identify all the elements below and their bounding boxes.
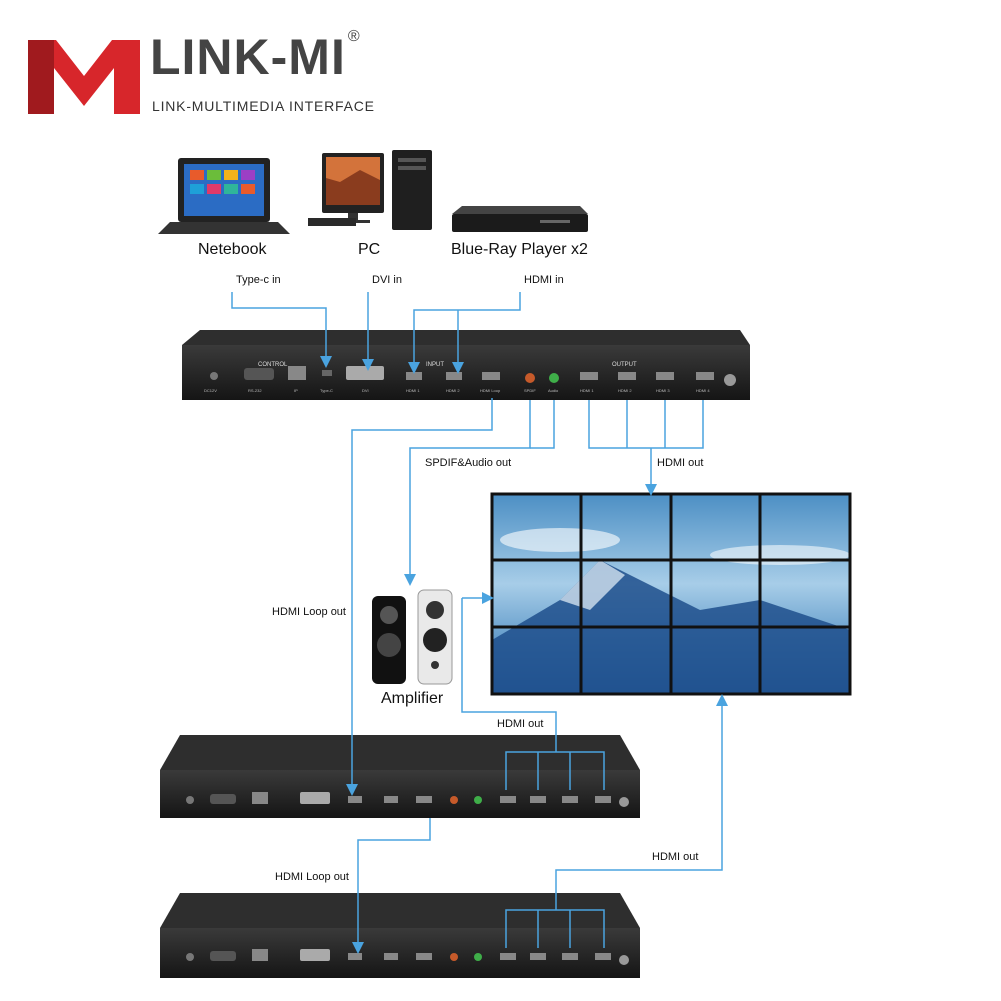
port-hdmi-out-3: HDMI 3 [656,388,670,393]
port-hdmi-out-2: HDMI 2 [618,388,632,393]
brand-tagline: LINK-MULTIMEDIA INTERFACE [152,98,375,114]
signal-typec-in: Type-c in [236,274,281,286]
port-dc12v: DC12V [204,388,217,393]
port-spdif: SPDIF [524,388,536,393]
desktop-pc-icon [308,150,432,230]
source-label-bluray: Blue-Ray Player x2 [451,241,588,258]
signal-hdmi-out-top: HDMI out [657,457,704,469]
port-typec: Type-C [320,388,333,393]
label-input: INPUT [426,362,444,368]
matrix-unit-bottom [160,893,640,978]
signal-dvi-in: DVI in [372,274,402,286]
port-rs232: RS-232 [248,388,262,393]
port-audio: Audio [548,388,559,393]
signal-hdmi-loop-out-2: HDMI Loop out [275,871,349,883]
signal-hdmi-loop-out-1: HDMI Loop out [272,606,346,618]
signal-hdmi-out-mid: HDMI out [497,718,544,730]
source-label-notebook: Netebook [198,241,267,258]
speaker-icon [372,589,453,685]
port-hdmi-out-4: HDMI 4 [696,388,710,393]
port-hdmi-in-1: HDMI 1 [406,388,420,393]
source-label-pc: PC [358,241,381,258]
port-hdmi-in-2: HDMI 2 [446,388,460,393]
logo-mark-icon [28,40,140,114]
label-output: OUTPUT [612,362,637,368]
port-ip: IP [294,388,298,393]
label-control: CONTROL [258,362,288,368]
signal-spdif-audio-out: SPDIF&Audio out [425,457,512,469]
port-dvi: DVI [362,388,369,393]
signal-hdmi-in: HDMI in [524,274,564,286]
port-hdmi-out-1: HDMI 1 [580,388,594,393]
video-wall [490,492,852,696]
matrix-unit-middle [160,735,640,818]
notebook-icon [158,158,290,234]
blu-ray-player-icon [452,206,588,232]
brand-name: LINK-MI® [150,28,361,85]
port-hdmi-loop: HDMI Loop [480,388,501,393]
matrix-unit-top [182,330,750,400]
signal-hdmi-out-bottom: HDMI out [652,851,699,863]
amplifier-label: Amplifier [381,690,444,707]
